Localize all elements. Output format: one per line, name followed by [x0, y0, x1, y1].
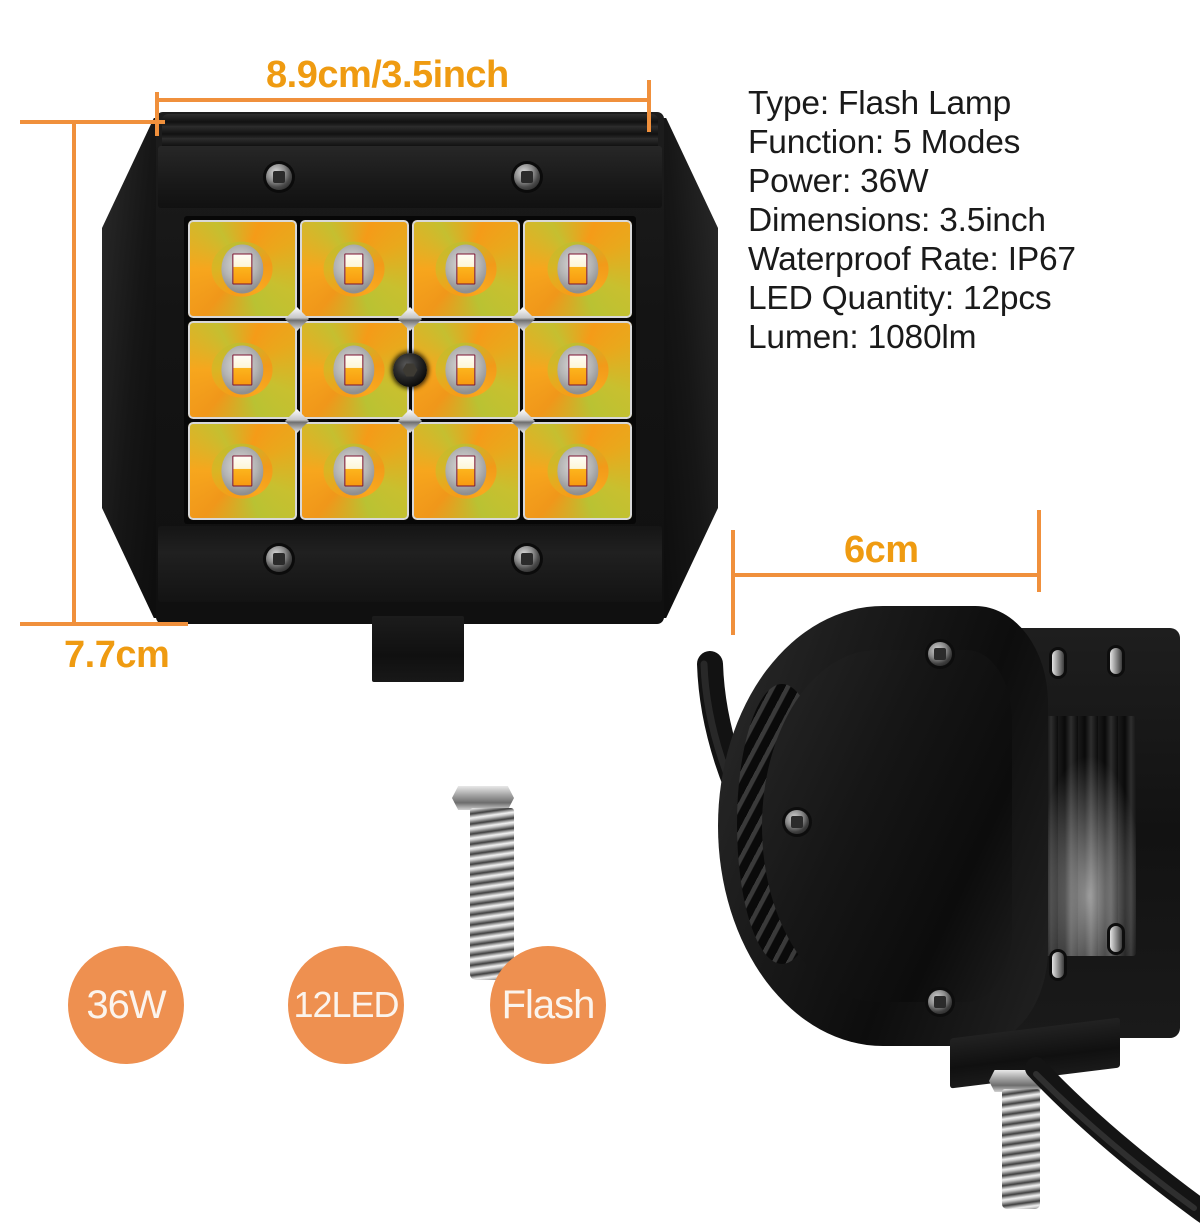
- led-cell: [411, 220, 521, 318]
- feature-badge-power: 36W: [68, 946, 184, 1064]
- mounting-foot: [372, 616, 464, 682]
- led-chip: [445, 345, 487, 395]
- mounting-hex-nut: [452, 786, 514, 810]
- led-chip: [221, 345, 264, 395]
- center-hex-bolt: [393, 353, 427, 387]
- led-chip: [221, 244, 264, 294]
- housing-screw-bottom: [928, 990, 952, 1014]
- led-chip: [333, 345, 375, 395]
- led-chip: [556, 345, 599, 395]
- led-cell: [411, 422, 521, 520]
- dimension-width-label: 8.9cm/3.5inch: [266, 54, 509, 96]
- feature-badge-led-count: 12LED: [288, 946, 404, 1064]
- module-screw-lower-2: [1110, 926, 1122, 952]
- dimension-height-label: 7.7cm: [64, 634, 170, 676]
- dimension-width-tick-right: [647, 80, 651, 132]
- dimension-height-tick-top: [20, 120, 165, 124]
- led-cell: [523, 321, 632, 419]
- housing-screw-bottom-right: [514, 546, 540, 572]
- led-cell: [188, 422, 297, 520]
- threaded-mounting-bolt: [470, 808, 514, 980]
- housing-screw-left: [785, 810, 809, 834]
- dimension-depth-tick-left: [731, 530, 735, 635]
- housing-screw-bottom-left: [266, 546, 292, 572]
- spec-line-lumen: Lumen: 1080lm: [748, 319, 977, 356]
- led-chip: [221, 446, 264, 496]
- heatsink-ribs-top: [162, 114, 658, 148]
- housing-screw-top-right: [514, 164, 540, 190]
- spec-line-led-quantity: LED Quantity: 12pcs: [748, 280, 1052, 317]
- threaded-mounting-bolt: [1002, 1089, 1040, 1209]
- feature-badge-mode: Flash: [490, 946, 606, 1064]
- dimension-width-line: [155, 98, 651, 102]
- dimension-depth-line: [731, 573, 1041, 577]
- product-image-front-view: [100, 108, 841, 980]
- housing-top-plate: [158, 146, 662, 208]
- spec-line-waterproof: Waterproof Rate: IP67: [748, 241, 1076, 278]
- led-cell: [299, 321, 409, 419]
- led-chip: [445, 244, 487, 294]
- dimension-depth-tick-right: [1037, 510, 1041, 592]
- infographic-canvas: 8.9cm/3.5inch 7.7cm 6cm Type: Flash Lamp…: [0, 0, 1200, 1200]
- housing-bottom-plate: [158, 526, 662, 602]
- housing-screw-top: [928, 642, 952, 666]
- module-screw-upper-1: [1052, 650, 1064, 676]
- led-cell: [188, 220, 297, 318]
- housing-screw-top-left: [266, 164, 292, 190]
- led-chip: [445, 446, 487, 496]
- led-cell: [299, 220, 409, 318]
- led-chip: [556, 244, 599, 294]
- spec-line-dimensions: Dimensions: 3.5inch: [748, 202, 1046, 239]
- dimension-width-tick-left: [155, 92, 159, 136]
- spec-line-type: Type: Flash Lamp: [748, 85, 1012, 122]
- power-cable: [1025, 1057, 1200, 1223]
- module-screw-lower-1: [1052, 952, 1064, 978]
- led-chip: [333, 244, 375, 294]
- spec-line-function: Function: 5 Modes: [748, 124, 1021, 161]
- product-spec-list: Type: Flash Lamp Function: 5 Modes Power…: [748, 84, 1198, 357]
- led-cell: [411, 321, 521, 419]
- led-cell: [523, 422, 632, 520]
- dimension-height-line: [72, 120, 76, 626]
- dimension-height-tick-bottom: [20, 622, 188, 626]
- led-panel: [184, 216, 636, 524]
- spec-line-power: Power: 36W: [748, 163, 929, 200]
- dimension-depth-label: 6cm: [844, 529, 919, 571]
- led-cell: [299, 422, 409, 520]
- product-image-side-view: [700, 598, 1200, 1223]
- led-cell: [523, 220, 632, 318]
- led-chip: [556, 446, 599, 496]
- led-chip: [333, 446, 375, 496]
- module-screw-upper-2: [1110, 648, 1122, 674]
- led-cell: [188, 321, 297, 419]
